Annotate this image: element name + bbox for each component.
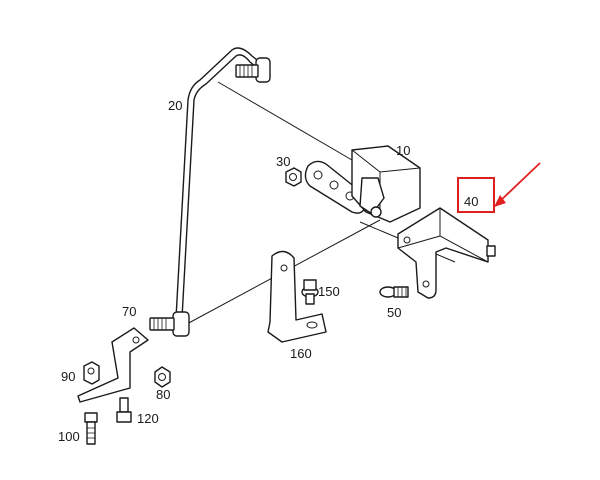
bolt-100[interactable] — [84, 412, 98, 445]
label-150[interactable]: 150 — [318, 284, 340, 299]
bolt-50[interactable] — [379, 286, 409, 298]
highlight-arrowhead-icon — [494, 195, 506, 207]
label-10[interactable]: 10 — [396, 143, 410, 158]
bolt-120[interactable] — [116, 397, 132, 423]
label-30[interactable]: 30 — [276, 154, 290, 169]
label-90[interactable]: 90 — [61, 369, 75, 384]
part-labels: 10 20 30 40 50 70 80 90 100 120 150 160 — [58, 98, 478, 444]
highlight-box — [457, 177, 495, 213]
level-sensor-10[interactable] — [304, 145, 421, 223]
label-70[interactable]: 70 — [122, 304, 136, 319]
bracket-40[interactable] — [397, 207, 496, 299]
bolt-150[interactable] — [301, 279, 319, 305]
mounting-bracket-160[interactable] — [267, 250, 327, 343]
label-50[interactable]: 50 — [387, 305, 401, 320]
label-100[interactable]: 100 — [58, 429, 80, 444]
nut-30[interactable] — [285, 167, 302, 187]
label-40[interactable]: 40 — [464, 194, 478, 209]
label-160[interactable]: 160 — [290, 346, 312, 361]
lower-bracket-70[interactable] — [77, 327, 149, 403]
linkage-rod-20[interactable] — [149, 47, 271, 337]
nut-80[interactable] — [154, 366, 171, 388]
label-120[interactable]: 120 — [137, 411, 159, 426]
highlight-arrow — [497, 162, 541, 204]
part-40-highlight — [457, 162, 541, 213]
label-20[interactable]: 20 — [168, 98, 182, 113]
label-80[interactable]: 80 — [156, 387, 170, 402]
nut-90[interactable] — [83, 361, 100, 385]
